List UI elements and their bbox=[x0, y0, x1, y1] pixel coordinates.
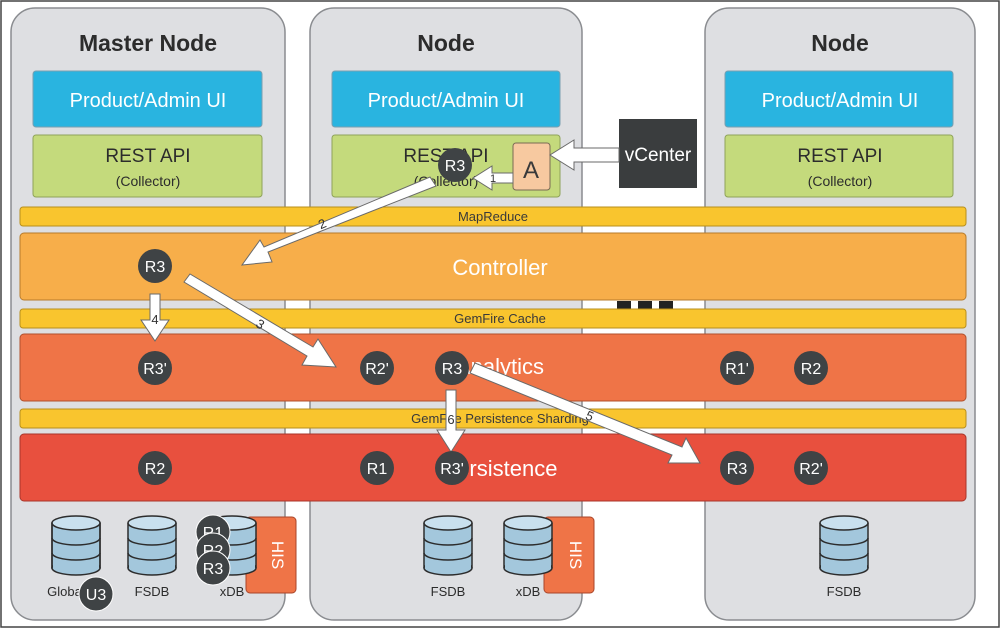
vcenter-box bbox=[619, 119, 697, 188]
master-api-label: REST API bbox=[105, 146, 190, 167]
vcenter-label: vCenter bbox=[625, 145, 692, 166]
node-1-his-label: HIS bbox=[566, 541, 585, 569]
svg-text:R3': R3' bbox=[143, 361, 167, 378]
node-2-ui-label: Product/Admin UI bbox=[762, 90, 919, 112]
flow-arrow-6 bbox=[436, 389, 466, 453]
master-ui-label: Product/Admin UI bbox=[70, 90, 227, 112]
node-2-api-box bbox=[724, 134, 954, 198]
svg-text:R3: R3 bbox=[727, 461, 748, 478]
master-fsdb-database-icon bbox=[127, 515, 177, 576]
svg-text:R3: R3 bbox=[145, 259, 166, 276]
master-ui-box bbox=[32, 70, 263, 128]
vcenter-to-adapter-arrow bbox=[549, 139, 620, 171]
persistence-node1-r3p-circle: R3' bbox=[435, 451, 469, 485]
node-1-ui-label: Product/Admin UI bbox=[368, 90, 525, 112]
svg-text:R2': R2' bbox=[799, 461, 823, 478]
persistence-node1-r1-circle: R1 bbox=[360, 451, 394, 485]
node-1-fsdb-label: FSDB bbox=[431, 584, 466, 599]
node-1-title: Node bbox=[417, 30, 475, 56]
node-1-xdb-database-icon bbox=[503, 515, 553, 576]
global-u3-circle: U3 bbox=[78, 576, 114, 612]
mapreduce-label: MapReduce bbox=[458, 209, 528, 224]
svg-text:R1': R1' bbox=[725, 361, 749, 378]
node-2-ui-box bbox=[724, 70, 954, 128]
controller-r3-circle: R3 bbox=[138, 249, 172, 283]
ellipsis-dot-1 bbox=[617, 301, 631, 311]
flow-arrow-4-label: 4 bbox=[151, 312, 158, 327]
analytics-node1-r2p-circle: R2' bbox=[360, 351, 394, 385]
svg-text:R1: R1 bbox=[367, 461, 388, 478]
flow-arrow-3 bbox=[183, 273, 337, 368]
flow-arrow-1 bbox=[472, 165, 514, 191]
persistence-sharding-label: GemFire Persistence Sharding bbox=[411, 411, 589, 426]
adapter-box bbox=[512, 142, 551, 191]
analytics-node1-r3-circle: R3 bbox=[435, 351, 469, 385]
master-node-title: Master Node bbox=[79, 30, 217, 56]
svg-text:U3: U3 bbox=[86, 587, 107, 604]
node-2-fsdb-database-icon bbox=[819, 515, 869, 576]
svg-text:R2': R2' bbox=[365, 361, 389, 378]
analytics-node2-r2-circle: R2 bbox=[794, 351, 828, 385]
flow-arrow-1-label: 1 bbox=[490, 173, 496, 185]
persistence-sharding-bar bbox=[19, 408, 967, 429]
svg-text:R3: R3 bbox=[442, 361, 463, 378]
svg-text:R3': R3' bbox=[440, 461, 464, 478]
master-api-sub: (Collector) bbox=[116, 173, 181, 189]
analytics-bar bbox=[19, 333, 967, 402]
node-2-fsdb-label: FSDB bbox=[827, 584, 862, 599]
flow-arrow-2 bbox=[240, 176, 437, 266]
master-his-label: HIS bbox=[268, 541, 287, 569]
svg-text:R2: R2 bbox=[145, 461, 166, 478]
flow-arrow-4 bbox=[140, 293, 170, 342]
persistence-node2-r2p-circle: R2' bbox=[794, 451, 828, 485]
master-fsdb-label: FSDB bbox=[135, 584, 170, 599]
node-2-api-sub: (Collector) bbox=[808, 173, 873, 189]
mapreduce-bar bbox=[19, 206, 967, 227]
svg-text:R3: R3 bbox=[445, 158, 466, 175]
flow-arrow-5 bbox=[469, 362, 701, 464]
persistence-bar bbox=[19, 433, 967, 502]
ellipsis-dot-3 bbox=[659, 301, 673, 311]
persistence-node2-r3-circle: R3 bbox=[720, 451, 754, 485]
node-1-ui-box bbox=[331, 70, 561, 128]
node-2-api-label: REST API bbox=[797, 146, 882, 167]
node-1-xdb-label: xDB bbox=[516, 584, 541, 599]
node-1-fsdb-database-icon bbox=[423, 515, 473, 576]
svg-text:R3: R3 bbox=[203, 561, 224, 578]
flow-arrow-6-label: 6 bbox=[447, 412, 454, 427]
svg-text:R2: R2 bbox=[801, 361, 822, 378]
analytics-master-r3p-circle: R3' bbox=[138, 351, 172, 385]
node-2-title: Node bbox=[811, 30, 869, 56]
global-xdb-database-icon bbox=[51, 515, 101, 576]
persistence-master-r2-circle: R2 bbox=[138, 451, 172, 485]
master-xdb-label: xDB bbox=[220, 584, 245, 599]
master-api-box bbox=[32, 134, 263, 198]
gemfire-cache-label: GemFire Cache bbox=[454, 311, 546, 326]
adapter-label: A bbox=[523, 157, 539, 184]
ellipsis-dot-2 bbox=[638, 301, 652, 311]
analytics-node2-r1p-circle: R1' bbox=[720, 351, 754, 385]
api-r3-circle: R3 bbox=[438, 148, 472, 182]
stack-r3-circle: R3 bbox=[195, 550, 231, 586]
controller-label: Controller bbox=[452, 255, 547, 280]
